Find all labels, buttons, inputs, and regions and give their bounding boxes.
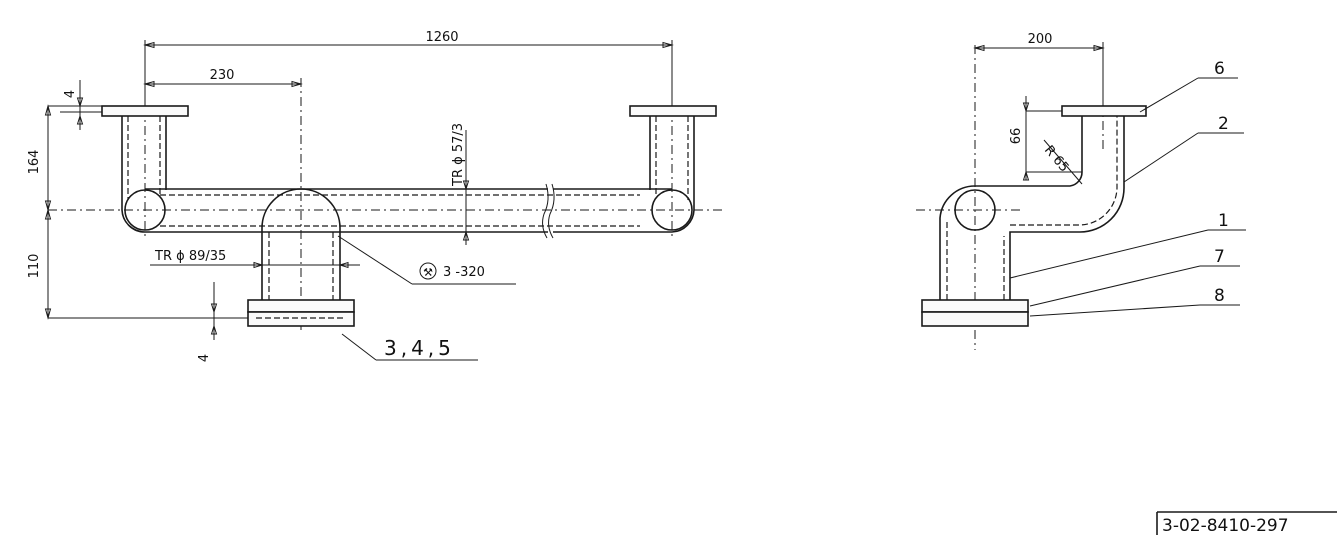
branch-pipe-callout-lines (150, 261, 360, 269)
dim-overall-length: 1260 (425, 30, 458, 45)
part-number-7: 7 (1214, 247, 1225, 267)
right-elbow-section (651, 189, 693, 231)
part-number-6: 6 (1214, 59, 1225, 79)
part-number-1: 1 (1218, 211, 1229, 231)
main-pipe-spec: TR ϕ 57/3 (451, 123, 466, 187)
part-number-2: 2 (1218, 114, 1229, 134)
main-pipe (145, 183, 672, 239)
bottom-flange (247, 299, 355, 313)
dim-height-lower: 110 (27, 254, 42, 279)
branch-pipe-spec: TR ϕ 89/35 (154, 249, 226, 264)
main-pipe-callout-lines (462, 130, 470, 245)
side-pipe-section (954, 189, 996, 231)
dim-side-height: 66 (1009, 128, 1024, 145)
parts-callout-lines (341, 333, 478, 361)
side-bottom-plate (921, 311, 1029, 327)
dimension-230 (143, 80, 303, 88)
part-leaders (1009, 77, 1246, 317)
dimension-heights (44, 80, 248, 340)
left-elbow-section (124, 189, 166, 231)
dim-offset-to-branch: 230 (210, 68, 235, 83)
dimension-66 (1022, 96, 1082, 181)
weld-note: 3 -320 (443, 265, 485, 280)
dim-height-upper: 164 (27, 150, 42, 175)
weld-symbol: ⚒ (423, 266, 433, 279)
right-top-flange (629, 105, 717, 117)
side-bottom-flange (921, 299, 1029, 313)
front-view: 1260 230 164 110 4 4 (27, 30, 722, 362)
dim-flange-thickness-bottom: 4 (197, 354, 212, 362)
weld-symbol-circle (419, 262, 437, 280)
left-top-flange (101, 105, 189, 117)
bend-radius-leader (1043, 139, 1083, 185)
drawing-number: 3-02-8410-297 (1162, 516, 1289, 535)
side-pipe-body (921, 105, 1147, 327)
right-riser (629, 105, 717, 233)
weld-callout (337, 235, 516, 285)
bend-radius: R 65 (1041, 143, 1072, 175)
parts-callout-3-4-5: 3,4,5 (384, 336, 455, 360)
dimension-200 (973, 42, 1105, 106)
dim-side-width: 200 (1028, 32, 1053, 47)
side-top-flange (1061, 105, 1147, 117)
part-number-8: 8 (1214, 286, 1225, 306)
branch-pipe (247, 188, 355, 327)
bottom-plate (247, 311, 355, 327)
side-view: 200 66 R 65 6 2 1 7 8 (916, 32, 1246, 350)
dim-flange-thickness-top: 4 (63, 90, 78, 98)
title-block (1156, 511, 1337, 535)
dimension-1260 (143, 40, 674, 106)
